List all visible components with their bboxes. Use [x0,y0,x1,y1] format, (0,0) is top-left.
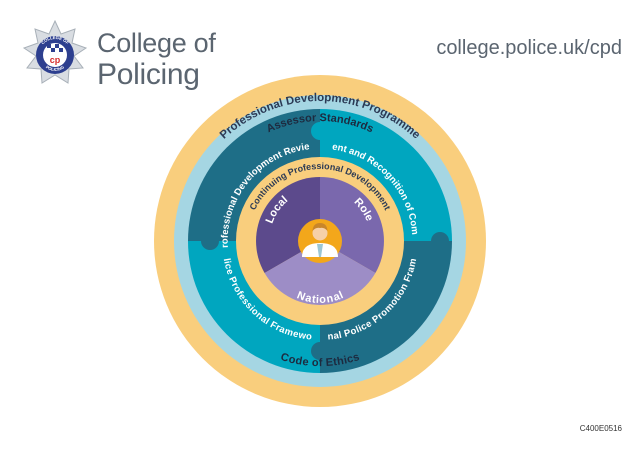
college-of-policing-logo: COLLEGE OF POLICING cp [22,20,88,84]
logo-checker [47,44,63,52]
person-icon [298,219,342,263]
brand-name: College of Policing [97,30,216,90]
inner-label-national: National [295,289,345,306]
brand-line-2: Policing [97,58,200,91]
logo-monogram: cp [50,55,61,65]
puzzle-knob-right [431,232,449,250]
code-of-ethics-label: Code of Ethics [279,351,361,369]
document-code: C400E0516 [579,424,622,433]
website-url: college.police.uk/cpd [436,37,622,59]
brand-line-1: College of [97,28,216,58]
inner-segment-national [264,241,376,305]
logo-text-bottom: POLICING [45,64,65,72]
cpd-diagram: Professional Development Programme Asses… [150,71,486,407]
puzzle-knob-bottom [311,342,329,360]
puzzle-knob-left [201,232,219,250]
puzzle-knob-top [311,122,329,140]
